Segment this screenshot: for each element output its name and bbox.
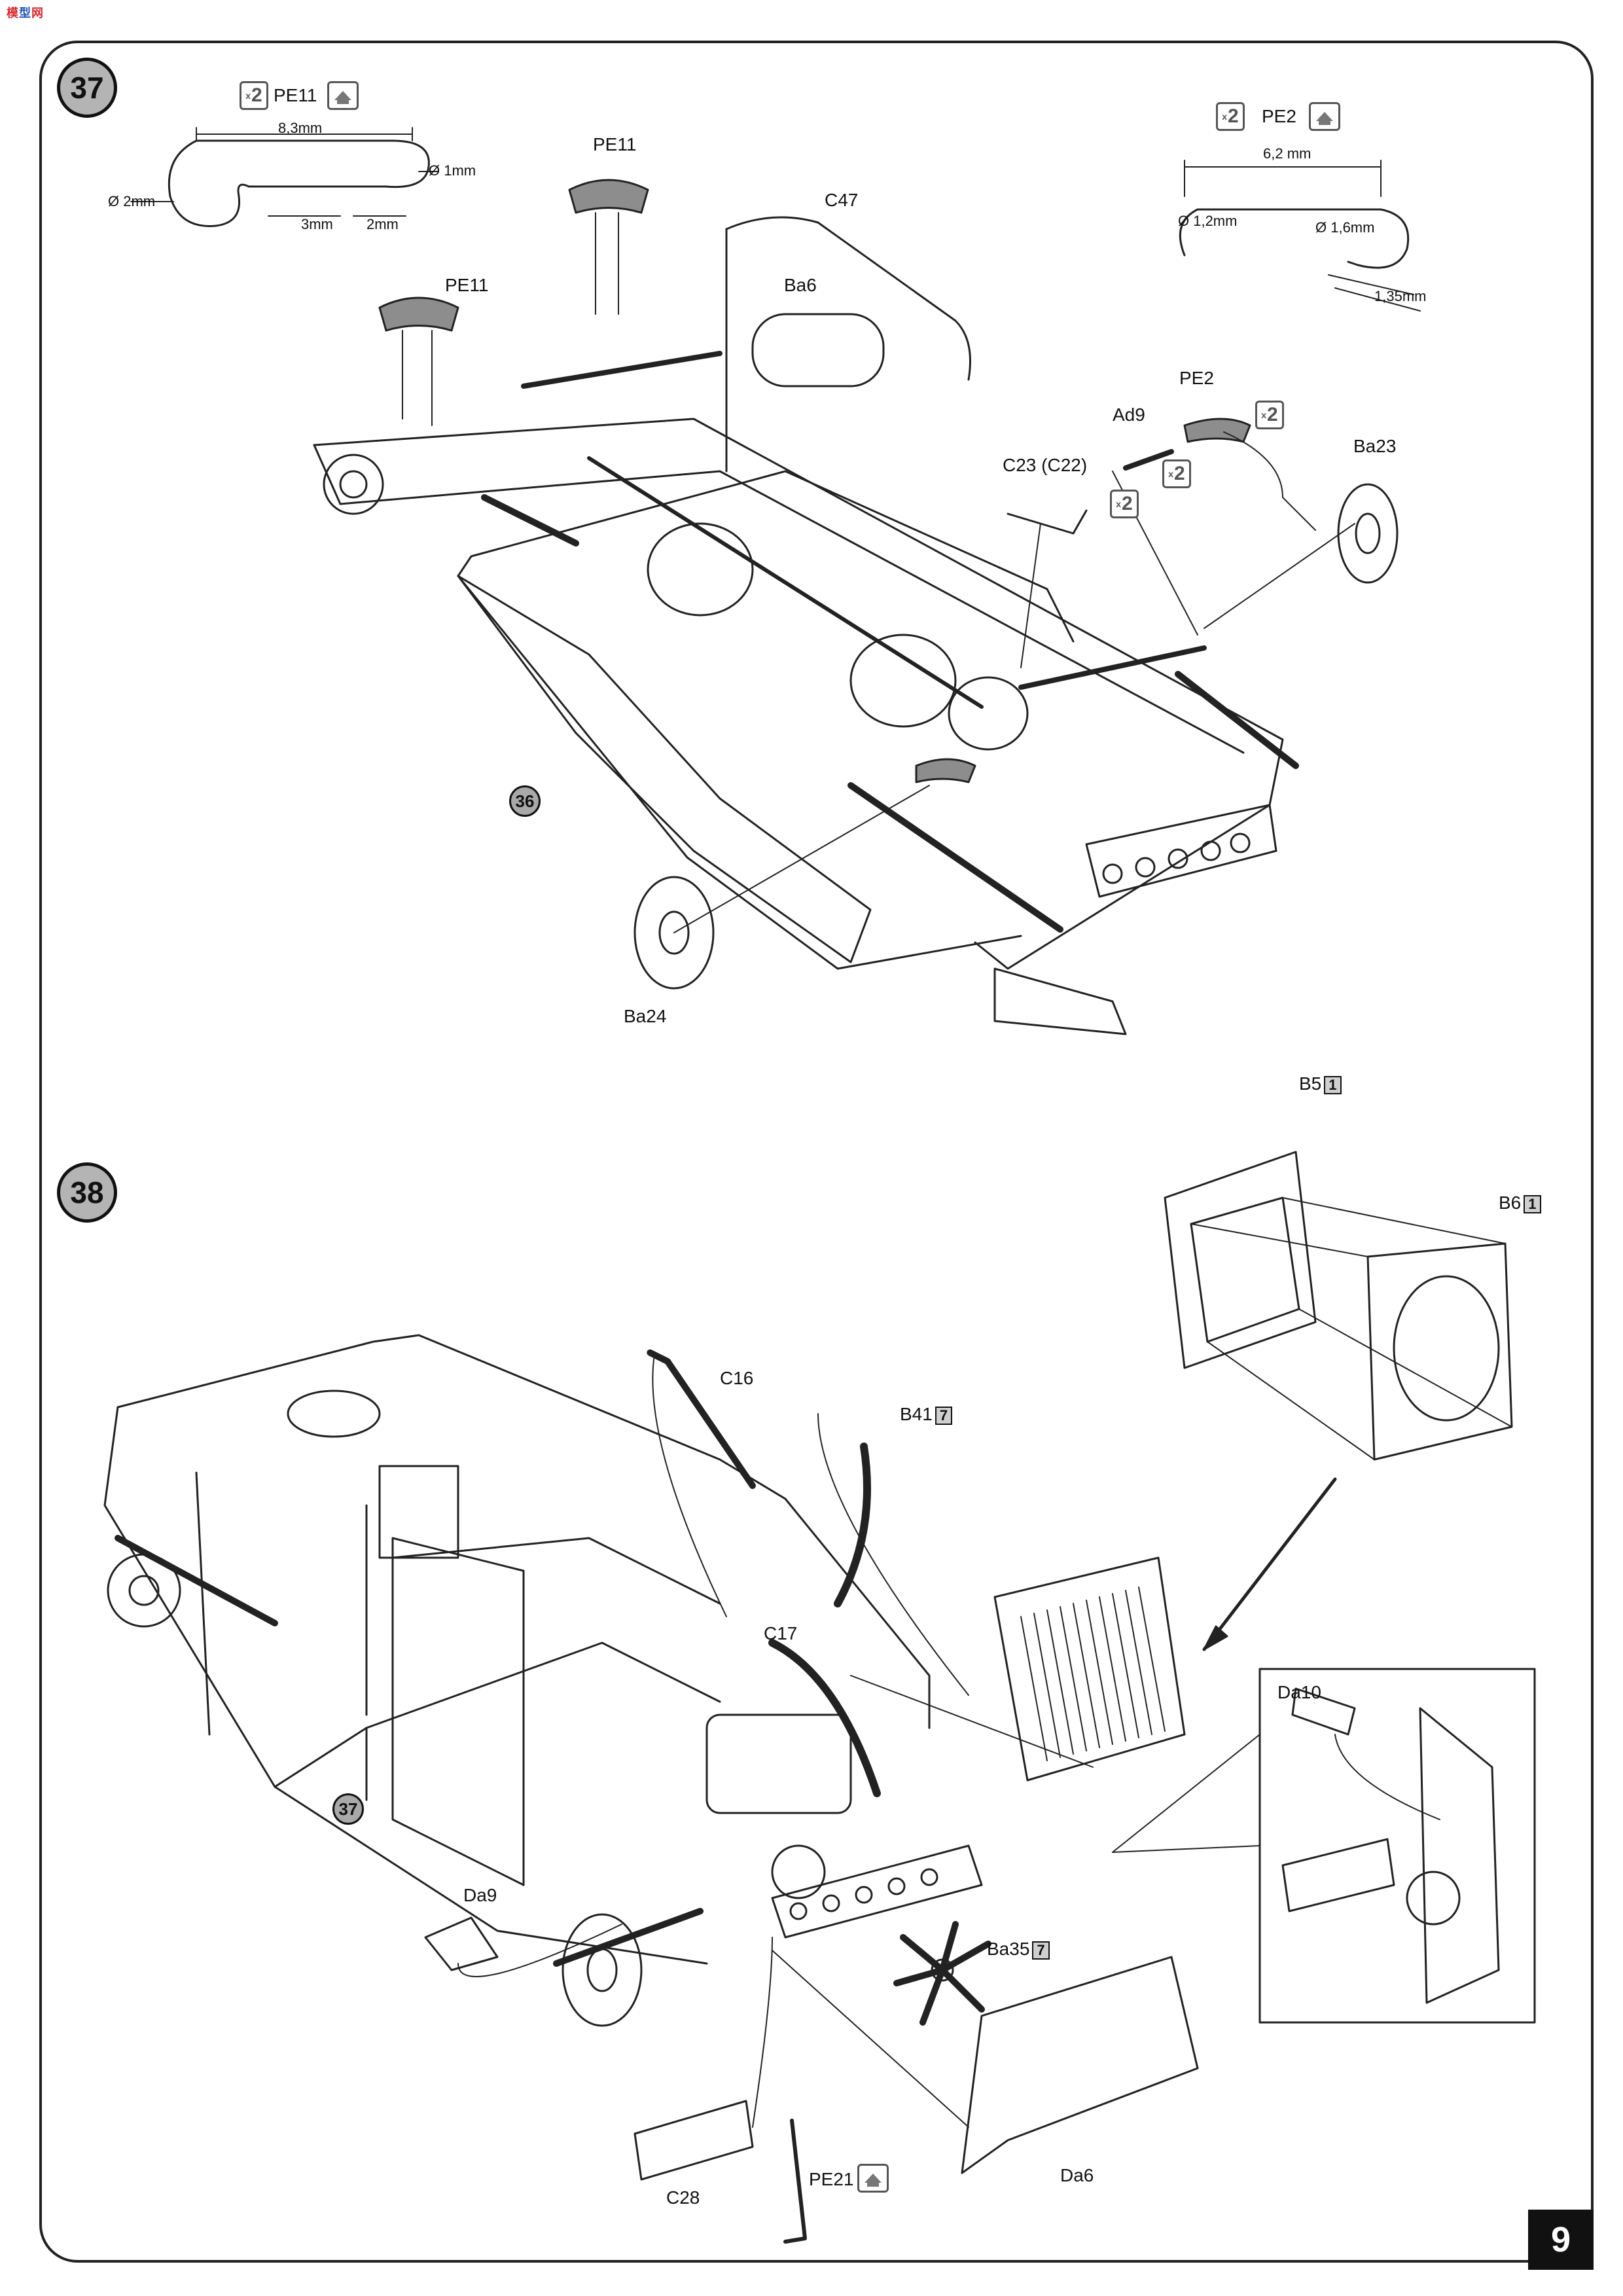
site-logo: 模型网 (7, 7, 44, 20)
reference-step-36: 36 (509, 785, 541, 817)
label-c47: C47 (825, 190, 859, 210)
label-da9: Da9 (463, 1885, 497, 1905)
label-ba23: Ba23 (1353, 436, 1397, 456)
dim-pe11-length: 8,3mm (278, 120, 323, 136)
pe-fret-icon (327, 81, 359, 110)
label-pe2: PE2 (1179, 368, 1214, 388)
step-number-38: 38 (57, 1162, 117, 1223)
label-ba24: Ba24 (624, 1006, 667, 1026)
step37-chassis (313, 179, 1399, 1035)
pe2-bend-diagram (1179, 160, 1421, 312)
label-c23: C23 (C22) (1003, 455, 1088, 475)
step-number-37: 37 (57, 58, 117, 118)
label-c28: C28 (666, 2187, 700, 2208)
pe11-bend-diagram (130, 127, 439, 227)
label-c16: C16 (720, 1368, 754, 1388)
label-pe11-a: PE11 (445, 275, 489, 295)
page-frame (39, 41, 1594, 2263)
label-ad9: Ad9 (1113, 404, 1145, 425)
label-da6: Da6 (1060, 2165, 1094, 2185)
dim-pe2-length: 6,2 mm (1263, 145, 1311, 162)
label-c17: C17 (764, 1623, 798, 1643)
reference-step-37: 37 (332, 1793, 364, 1825)
dim-pe2-d1: Ø 1,2mm (1178, 213, 1238, 229)
dim-pe11-b: 2mm (366, 216, 399, 232)
dim-pe2-d2: Ø 1,6mm (1315, 219, 1375, 236)
label-pe11-b: PE11 (593, 134, 637, 154)
label-pe11-top: PE11 (274, 85, 317, 105)
dim-pe2-h: 1,35mm (1374, 288, 1427, 304)
label-pe21: PE21 (809, 2169, 854, 2189)
label-ba6: Ba6 (784, 275, 817, 295)
step38-chassis (103, 1151, 1536, 2244)
label-pe2-top: PE2 (1262, 106, 1296, 126)
pe-fret-icon (857, 2164, 889, 2193)
page-number: 9 (1528, 2210, 1594, 2270)
fan (893, 1921, 991, 2026)
dim-pe11-d1: Ø 1mm (429, 162, 476, 179)
pe-fret-icon (1309, 102, 1340, 131)
dim-pe11-a: 3mm (301, 216, 333, 232)
dim-pe11-d2: Ø 2mm (108, 193, 156, 209)
label-da10: Da10 (1277, 1682, 1321, 1702)
